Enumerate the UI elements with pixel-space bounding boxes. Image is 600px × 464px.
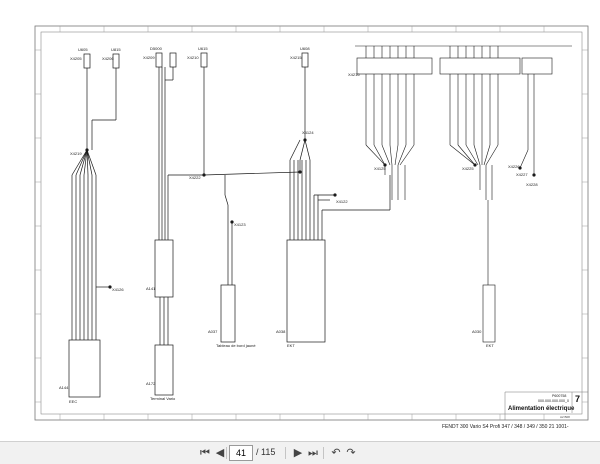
fuse-label-2: U815 [111,47,121,52]
caption-eec: EEC [69,399,77,404]
connector-x4206: X4206 [102,56,114,61]
sheet-number: 7 [575,394,580,404]
toolbar-divider [323,447,324,459]
connector-x4222: X4222 [189,175,201,180]
component-a037: A037 [208,329,218,334]
sheet-title: Alimentation électrique [508,406,575,412]
forward-icon[interactable]: ↷ [344,446,358,460]
title-block: P600758 000.000.000.000_0 7 Alimentation… [504,391,588,420]
fuse-label-5: U608 [300,46,310,51]
back-icon[interactable]: ↶ [329,446,343,460]
wiring-diagram-sheet: U605 U815 D5000 U615 U608 X4205 X4206 X4… [34,25,589,430]
group-top-right-bus [355,45,572,343]
component-a038: A038 [276,329,286,334]
connector-x4124: X4124 [302,130,314,135]
first-page-icon[interactable]: ⏮ [198,446,212,460]
connector-x4123: X4123 [234,222,246,227]
title-ref-2: 000.000.000.000_0 [538,399,569,403]
fuse-label-3: D5000 [150,46,163,51]
title-ref-1: P600758 [552,394,566,398]
caption-terminal: Terminal Vario [150,396,176,401]
connector-x4126: X4126 [112,287,124,292]
connector-x4205: X4205 [70,56,82,61]
title-rev: A2 B08 [560,415,570,419]
connector-x4227: X4227 [516,172,528,177]
fuse-label-1: U605 [78,47,88,52]
connector-x4219: X4219 [70,151,82,156]
connector-x4225: X4225 [462,166,474,171]
last-page-icon[interactable]: ⏭ [306,446,320,460]
caption-ekt-2: EKT [486,343,494,348]
footer-caption: FENDT 300 Vario S4 Profi 347 / 348 / 349… [442,424,569,430]
connector-x4228: X4228 [526,182,538,187]
connector-x4210: X4210 [187,55,199,60]
component-a144: A144 [59,385,69,390]
connector-x4122: X4122 [336,199,348,204]
component-a141: A141 [146,286,156,291]
toolbar-divider [226,447,227,459]
viewer-toolbar: ⏮ ◀ / 115 ▶ ⏭ ↶ ↷ [0,441,600,464]
page-total: / 115 [256,447,276,457]
group-a144 [68,53,120,398]
connector-x4216: X4216 [348,72,360,77]
junction-dots [85,138,536,289]
page-number-input[interactable] [229,445,253,461]
component-a030: A030 [472,329,482,334]
group-a141 [154,52,301,396]
component-a172: A172 [146,381,156,386]
toolbar-divider [285,447,286,459]
connector-x4215: X4215 [290,55,302,60]
prev-page-icon[interactable]: ◀ [213,446,227,460]
connector-x4209: X4209 [143,55,155,60]
fuse-label-4: U615 [198,46,208,51]
caption-tableau: Tableau de bord jauné [216,343,256,348]
drawing-frame [34,25,589,421]
group-a038 [286,52,391,343]
connector-x4226: X4226 [508,164,520,169]
caption-ekt-1: EKT [287,343,295,348]
connector-x4125: X4125 [374,166,386,171]
next-page-icon[interactable]: ▶ [291,446,305,460]
